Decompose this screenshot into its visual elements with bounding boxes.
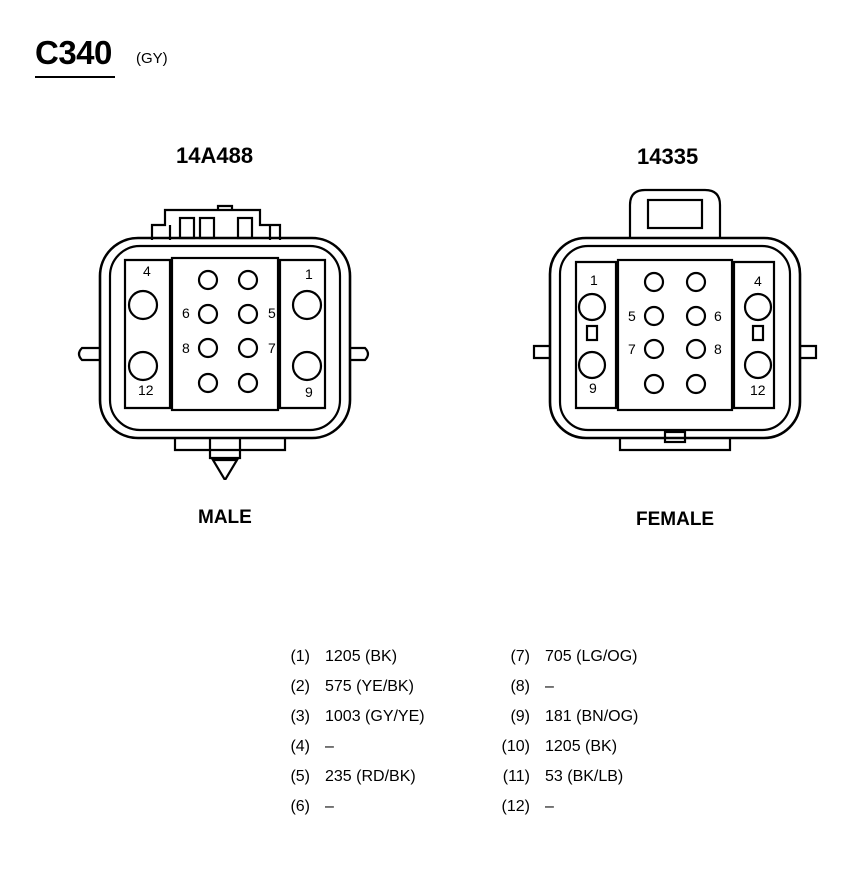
pin-number: (11) <box>502 768 530 785</box>
male-pin-label: 12 <box>138 382 154 398</box>
female-pin-label: 6 <box>714 308 722 324</box>
pin-circuit: 705 (LG/OG) <box>545 648 638 665</box>
pin-circuit: 1003 (GY/YE) <box>325 708 425 725</box>
pin-circuit: – <box>325 798 334 815</box>
pin-number: (9) <box>510 708 530 725</box>
pin-number: (7) <box>510 648 530 665</box>
male-pin-label: 9 <box>305 384 313 400</box>
pin-circuit: 1205 (BK) <box>545 738 618 755</box>
pin-circuit: 181 (BN/OG) <box>545 708 639 725</box>
pin-number: (1) <box>290 648 310 665</box>
female-pin-label: 5 <box>628 308 636 324</box>
male-pin-label: 1 <box>305 266 313 282</box>
female-connector-diagram <box>532 188 818 452</box>
pin-circuit: 1205 (BK) <box>325 648 398 665</box>
male-label: MALE <box>198 507 252 528</box>
female-label: FEMALE <box>636 509 715 530</box>
pin-number: (12) <box>501 798 530 815</box>
female-pin-label: 9 <box>589 380 597 396</box>
pin-circuit: 235 (RD/BK) <box>325 768 416 785</box>
pin-number: (10) <box>501 738 530 755</box>
male-pin-label: 7 <box>268 340 276 356</box>
connector-color: (GY) <box>136 50 168 67</box>
male-pin-label: 8 <box>182 340 190 356</box>
male-connector-diagram <box>77 204 370 480</box>
title-underline <box>35 76 115 78</box>
female-part-number: 14335 <box>637 144 699 169</box>
male-part-number: 14A488 <box>176 143 254 168</box>
pin-number: (5) <box>290 768 310 785</box>
pin-circuit: 575 (YE/BK) <box>325 678 414 695</box>
connector-id: C340 <box>35 34 112 71</box>
male-pin-label: 5 <box>268 305 276 321</box>
female-pin-label: 7 <box>628 341 636 357</box>
female-pin-label: 1 <box>590 272 598 288</box>
female-pin-label: 4 <box>754 273 762 289</box>
pin-number: (8) <box>510 678 530 695</box>
pin-circuit: 53 (BK/LB) <box>545 768 624 785</box>
pin-number: (6) <box>290 798 310 815</box>
pin-number: (2) <box>290 678 310 695</box>
male-pin-label: 6 <box>182 305 190 321</box>
pin-circuit: – <box>545 798 554 815</box>
female-pin-label: 8 <box>714 341 722 357</box>
pin-number: (4) <box>290 738 310 755</box>
male-pin-label: 4 <box>143 263 151 279</box>
pin-circuit: – <box>545 678 554 695</box>
female-pin-label: 12 <box>750 382 766 398</box>
pin-circuit: – <box>325 738 334 755</box>
pin-number: (3) <box>290 708 310 725</box>
